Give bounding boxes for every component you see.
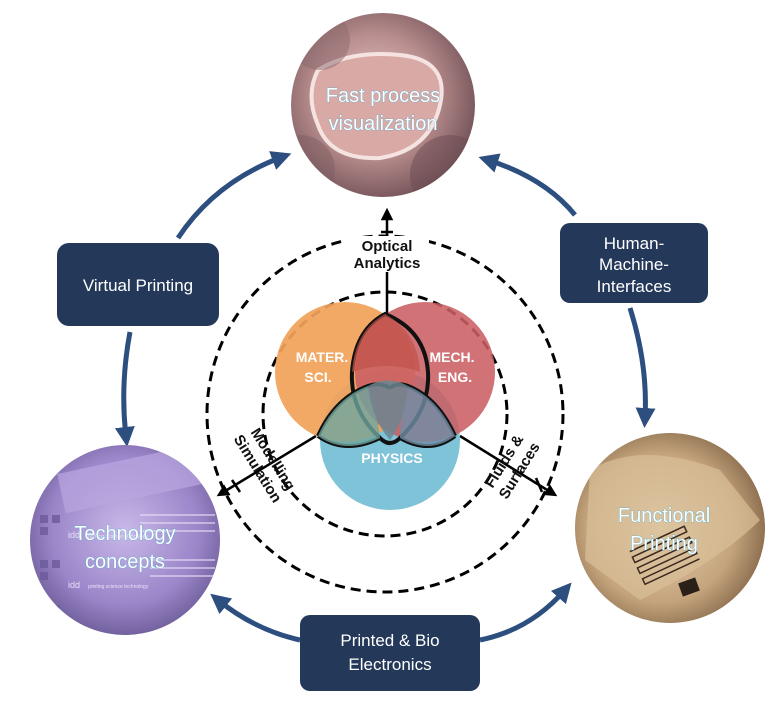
venn-label-mater-line1: MATER. xyxy=(296,349,349,365)
connector-fluids xyxy=(459,434,558,497)
box-hmi-line2: Machine- xyxy=(599,255,669,274)
arrow-hmi-to-right xyxy=(627,307,656,428)
arrow-bio-to-right xyxy=(479,582,572,643)
photo-label-left-line1: Technology xyxy=(74,523,175,545)
ring-label-optical-line2: Analytics xyxy=(354,255,421,272)
photo-functional-printing: Functional Printing xyxy=(575,433,765,623)
arrow-hmi-to-top xyxy=(478,153,577,217)
box-human-machine-interfaces: Human- Machine- Interfaces xyxy=(560,223,708,303)
photo-left-idd-1: idd xyxy=(68,530,80,540)
photo-technology-concepts: idd printing science technology idd prin… xyxy=(30,445,220,635)
venn-label-mech-line2: ENG. xyxy=(438,369,472,385)
arrow-virtual-to-top xyxy=(175,151,292,240)
photo-label-top-line2: visualization xyxy=(329,113,438,135)
arrow-virtual-to-left xyxy=(114,331,135,447)
ring-label-fluids-surfaces: Fluids & Surfaces xyxy=(482,432,544,503)
photo-label-right-line2: Printing xyxy=(630,533,698,555)
photo-left-caption-2: printing science technology xyxy=(88,584,149,590)
box-printed-bio-electronics: Printed & Bio Electronics xyxy=(300,615,480,691)
photo-label-right-line1: Functional xyxy=(618,505,710,527)
ring-label-optical-line1: Optical xyxy=(362,238,413,255)
photo-label-left-line2: concepts xyxy=(85,551,165,573)
inner-dashed-ring xyxy=(261,290,509,538)
box-printed-bio-line1: Printed & Bio xyxy=(340,631,439,650)
cycle-arrows xyxy=(114,151,656,643)
arrow-bio-to-left xyxy=(210,593,301,643)
box-hmi-line3: Interfaces xyxy=(597,277,672,296)
photo-texture-right xyxy=(585,455,760,600)
photo-fast-process: Fast process visualization xyxy=(291,13,475,197)
box-virtual-printing: Virtual Printing xyxy=(57,243,219,326)
ring-label-modelling-simulation: Modelling Simulation xyxy=(230,425,299,506)
photo-label-top-line1: Fast process xyxy=(326,85,440,107)
box-printed-bio-line2: Electronics xyxy=(348,655,431,674)
box-virtual-printing-label: Virtual Printing xyxy=(83,276,193,295)
venn-diagram: MATER. SCI. MECH. ENG. PHYSICS xyxy=(275,302,495,510)
venn-label-mater-line2: SCI. xyxy=(304,369,331,385)
photo-left-caption-1: printing science technology xyxy=(88,534,149,540)
venn-label-physics: PHYSICS xyxy=(361,450,422,466)
ring-label-optical-analytics: Optical Analytics xyxy=(345,236,429,272)
venn-label-mech-line1: MECH. xyxy=(429,349,474,365)
connector-modelling xyxy=(216,434,317,497)
box-hmi-line1: Human- xyxy=(604,234,664,253)
photo-left-idd-2: idd xyxy=(68,580,80,590)
